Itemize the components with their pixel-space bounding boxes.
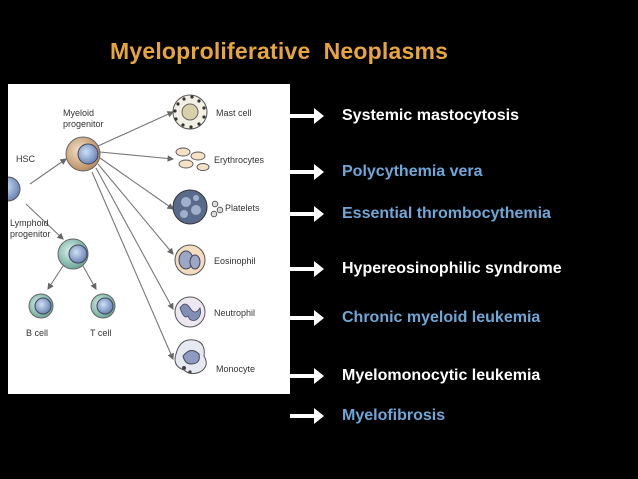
disease-label: Systemic mastocytosis [342,107,519,124]
hsc-cell-icon [8,176,21,202]
right-arrow-icon [290,202,324,226]
disease-row-myelofibrosis: Myelofibrosis [290,404,445,428]
t-cell-label: T cell [90,328,111,338]
disease-label: Myelofibrosis [342,407,446,424]
erythrocytes-icon [175,147,210,171]
right-arrow-icon [290,404,324,428]
right-arrow-icon [290,364,324,388]
neutrophil-icon [174,296,206,328]
disease-label: Polycythemia vera [342,163,483,180]
disease-label: Myelomonocytic leukemia [342,367,541,384]
b-cell-icon [28,293,54,319]
disease-row-essential-thrombocythemia: Essential thrombocythemia [290,202,551,226]
hematopoiesis-svg: HSC Myeloid progenitor Lymphoid progenit… [8,94,265,375]
myeloid-label-line2: progenitor [63,119,104,129]
b-cell-label: B cell [26,328,48,338]
erythrocytes-label: Erythrocytes [214,155,265,165]
page-title: Myeloproliferative Neoplasms [110,38,449,64]
platelets-icon [210,200,224,218]
lymphoid-progenitor-icon [57,238,89,270]
disease-row-myelomonocytic-leukemia: Myelomonocytic leukemia [290,364,540,388]
mast-cell-label: Mast cell [216,108,252,118]
monocyte-label: Monocyte [216,364,255,374]
disease-label: Essential thrombocythemia [342,205,551,222]
hematopoiesis-diagram: HSC Myeloid progenitor Lymphoid progenit… [8,84,290,394]
disease-label: Hypereosinophilic syndrome [342,260,562,277]
disease-row-hypereosinophilic-syndrome: Hypereosinophilic syndrome [290,257,562,281]
myeloid-label-line1: Myeloid [63,108,94,118]
platelets-label: Platelets [225,203,260,213]
disease-label: Chronic myeloid leukemia [342,309,541,326]
lymphoid-label-line2: progenitor [10,229,51,239]
right-arrow-icon [290,160,324,184]
neutrophil-label: Neutrophil [214,308,255,318]
myeloid-progenitor-icon [65,136,101,172]
monocyte-icon [174,339,207,375]
eosinophil-icon [174,244,206,276]
right-arrow-icon [290,306,324,330]
right-arrow-icon [290,104,324,128]
mast-cell-icon [172,94,208,130]
disease-row-chronic-myeloid-leukemia: Chronic myeloid leukemia [290,306,540,330]
eosinophil-label: Eosinophil [214,256,256,266]
right-arrow-icon [290,257,324,281]
disease-row-polycythemia-vera: Polycythemia vera [290,160,483,184]
megakaryocyte-icon [172,189,208,225]
lineage-arrows [25,111,175,361]
lymphoid-label-line1: Lymphoid [10,218,49,228]
t-cell-icon [90,293,116,319]
disease-row-systemic-mastocytosis: Systemic mastocytosis [290,104,519,128]
hsc-label: HSC [16,154,36,164]
